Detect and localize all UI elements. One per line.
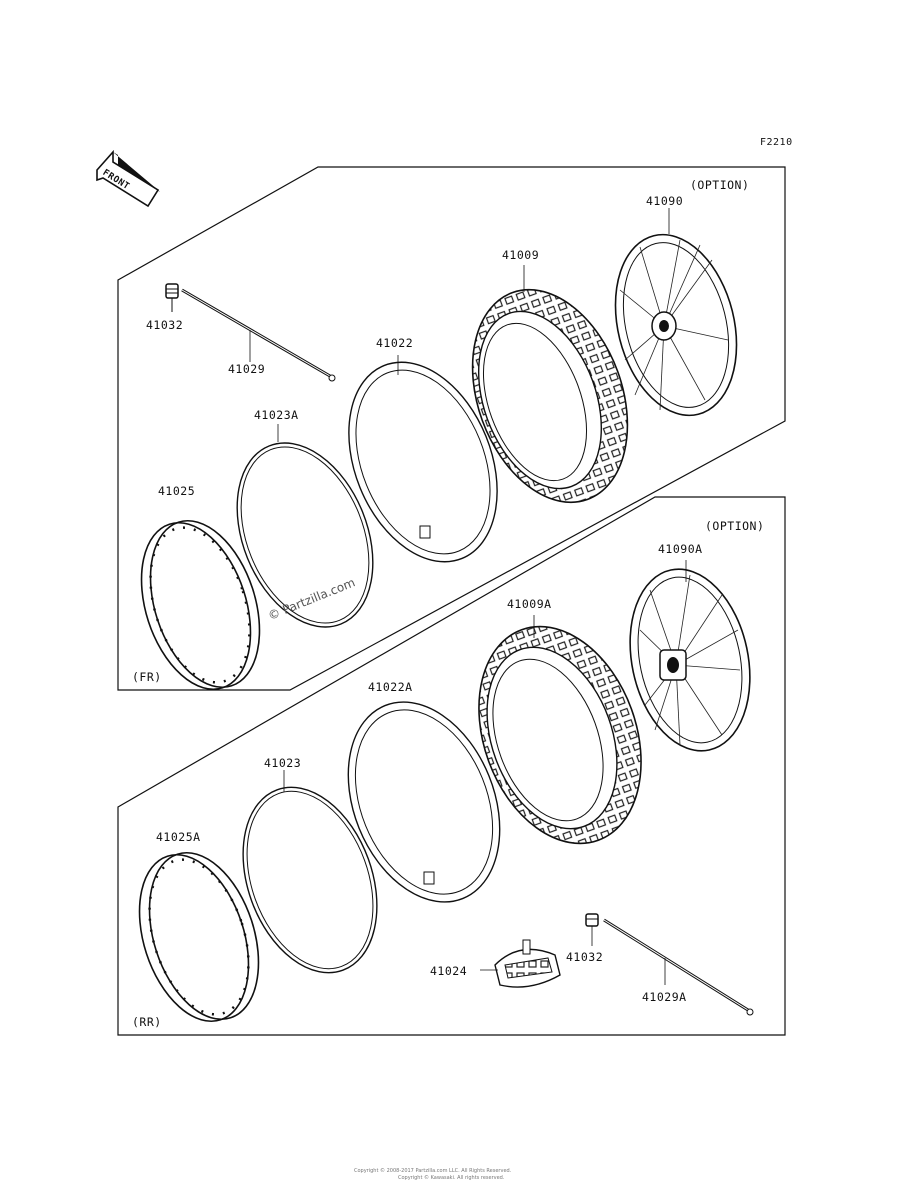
part-41009-front-tire: [471, 265, 629, 504]
label-41025A[interactable]: 41025A: [156, 830, 201, 844]
part-41023A-rim-band: [236, 424, 374, 628]
label-41022A[interactable]: 41022A: [368, 680, 413, 694]
label-41009[interactable]: 41009: [502, 248, 540, 262]
label-41023[interactable]: 41023: [264, 756, 302, 770]
label-41090[interactable]: 41090: [646, 194, 684, 208]
part-41023-rim-band: [242, 770, 378, 974]
label-41009A[interactable]: 41009A: [507, 597, 552, 611]
part-41009A-rear-tire: [478, 615, 642, 845]
label-41032-front[interactable]: 41032: [146, 318, 184, 332]
part-41032-front-valve: [165, 283, 179, 312]
part-41022-tube: [348, 355, 498, 563]
front-arrow-icon: [96, 149, 160, 208]
label-41029[interactable]: 41029: [228, 362, 266, 376]
rear-section-tag: (RR): [132, 1015, 162, 1029]
front-panel-border: [117, 166, 786, 691]
front-section-tag: (FR): [132, 670, 162, 684]
label-41024[interactable]: 41024: [430, 964, 468, 978]
label-41032-rear[interactable]: 41032: [566, 950, 604, 964]
part-41022A-tube: [347, 701, 501, 903]
label-41025[interactable]: 41025: [158, 484, 196, 498]
part-41025A-rear-rim: [138, 851, 260, 1023]
option-rear-label: (OPTION): [705, 519, 765, 533]
part-41032-rear-valve: [585, 913, 599, 946]
part-41024-rim-lock: [480, 939, 561, 988]
footer-copyright-1: Copyright © 2008-2017 Partzilla.com LLC.…: [354, 1168, 512, 1174]
diagram-code: F2210: [760, 137, 793, 148]
part-41029-spoke: [181, 288, 336, 382]
part-41090A-rear-wheel: [629, 560, 751, 752]
part-41025-front-rim: [140, 519, 261, 691]
part-41090-front-wheel: [614, 208, 738, 417]
part-41029A-spoke: [603, 918, 754, 1016]
label-41022[interactable]: 41022: [376, 336, 414, 350]
rear-panel-border: [117, 496, 786, 1036]
label-41090A[interactable]: 41090A: [658, 542, 703, 556]
option-front-label: (OPTION): [690, 178, 750, 192]
footer-copyright-2: Copyright © Kawasaki. All rights reserve…: [398, 1175, 505, 1181]
label-41023A[interactable]: 41023A: [254, 408, 299, 422]
label-41029A[interactable]: 41029A: [642, 990, 687, 1004]
